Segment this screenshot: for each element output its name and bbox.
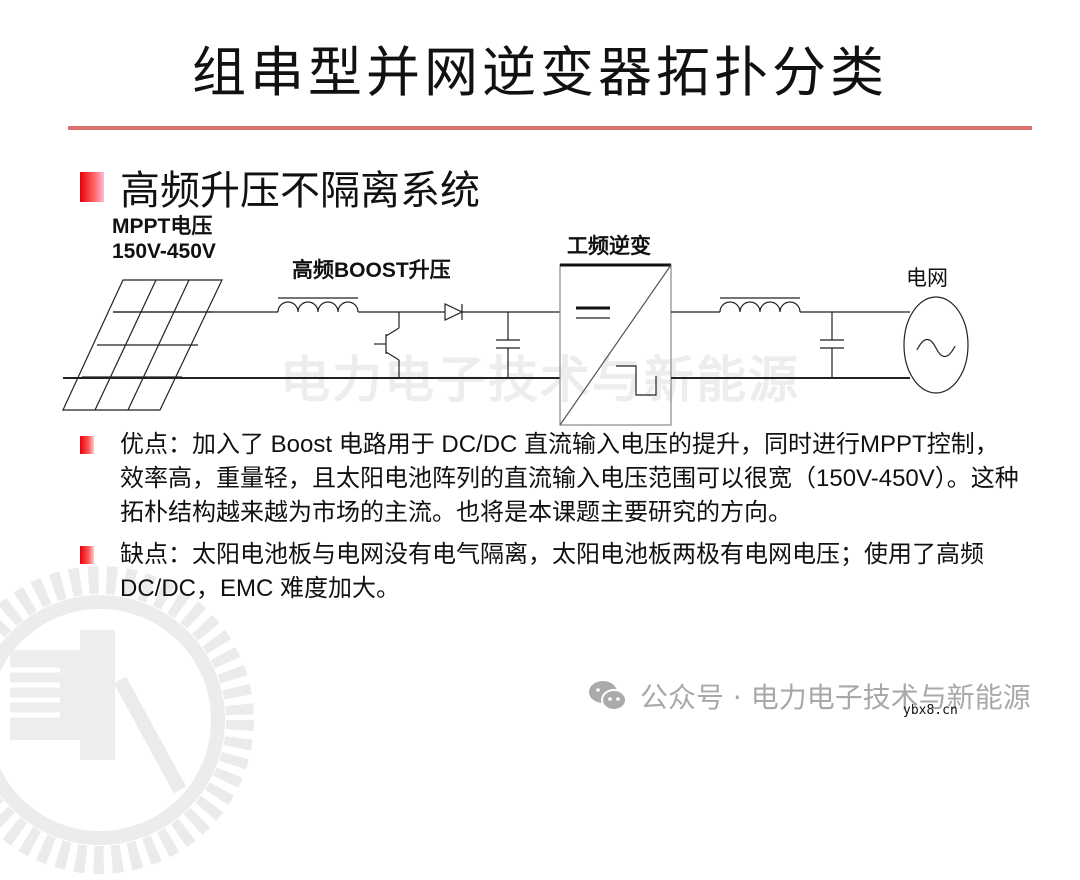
footer-watermark: 公众号 · 电力电子技术与新能源 <box>588 676 1031 716</box>
circuit-diagram: 电力电子技术与新能源 MPPT电压 150V-450V 高频BOOST升压 工频… <box>0 200 1080 430</box>
boost-label: 高频BOOST升压 <box>292 259 451 282</box>
bullet-list: 优点：加入了 Boost 电路用于 DC/DC 直流输入电压的提升，同时进行MP… <box>80 428 1030 614</box>
filter-inductor-icon <box>719 301 801 313</box>
grid-label: 电网 <box>906 266 948 290</box>
red-square-bullet-icon <box>80 546 94 564</box>
advantages-text: 优点：加入了 Boost 电路用于 DC/DC 直流输入电压的提升，同时进行MP… <box>120 431 1019 526</box>
list-item: 缺点：太阳电池板与电网没有电气隔离，太阳电池板两极有电网电压；使用了高频 DC/… <box>80 538 1030 606</box>
site-watermark: ybx8.cn <box>903 703 958 718</box>
circuit-schematic <box>62 263 969 426</box>
title-divider <box>68 126 1032 130</box>
red-square-bullet-icon <box>80 172 104 202</box>
diode-icon <box>444 303 464 321</box>
slide-title: 组串型并网逆变器拓扑分类 <box>192 41 888 104</box>
solar-panel-icon <box>62 279 223 411</box>
diagram-watermark: 电力电子技术与新能源 <box>280 351 800 409</box>
red-square-bullet-icon <box>80 436 94 454</box>
ac-grid-source-icon <box>903 296 969 394</box>
inverter-label: 工频逆变 <box>567 235 651 258</box>
section-heading-text: 高频升压不隔离系统 <box>120 168 480 214</box>
wechat-icon <box>589 681 627 711</box>
mppt-label: MPPT电压 <box>112 215 213 238</box>
section-heading: 高频升压不隔离系统 <box>80 158 480 216</box>
boost-inductor-icon <box>277 301 359 313</box>
footer-text: 公众号 · 电力电子技术与新能源 <box>640 681 1031 714</box>
disadvantages-text: 缺点：太阳电池板与电网没有电气隔离，太阳电池板两极有电网电压；使用了高频 DC/… <box>120 541 984 602</box>
mppt-voltage-label: 150V-450V <box>112 240 216 263</box>
list-item: 优点：加入了 Boost 电路用于 DC/DC 直流输入电压的提升，同时进行MP… <box>80 428 1030 530</box>
